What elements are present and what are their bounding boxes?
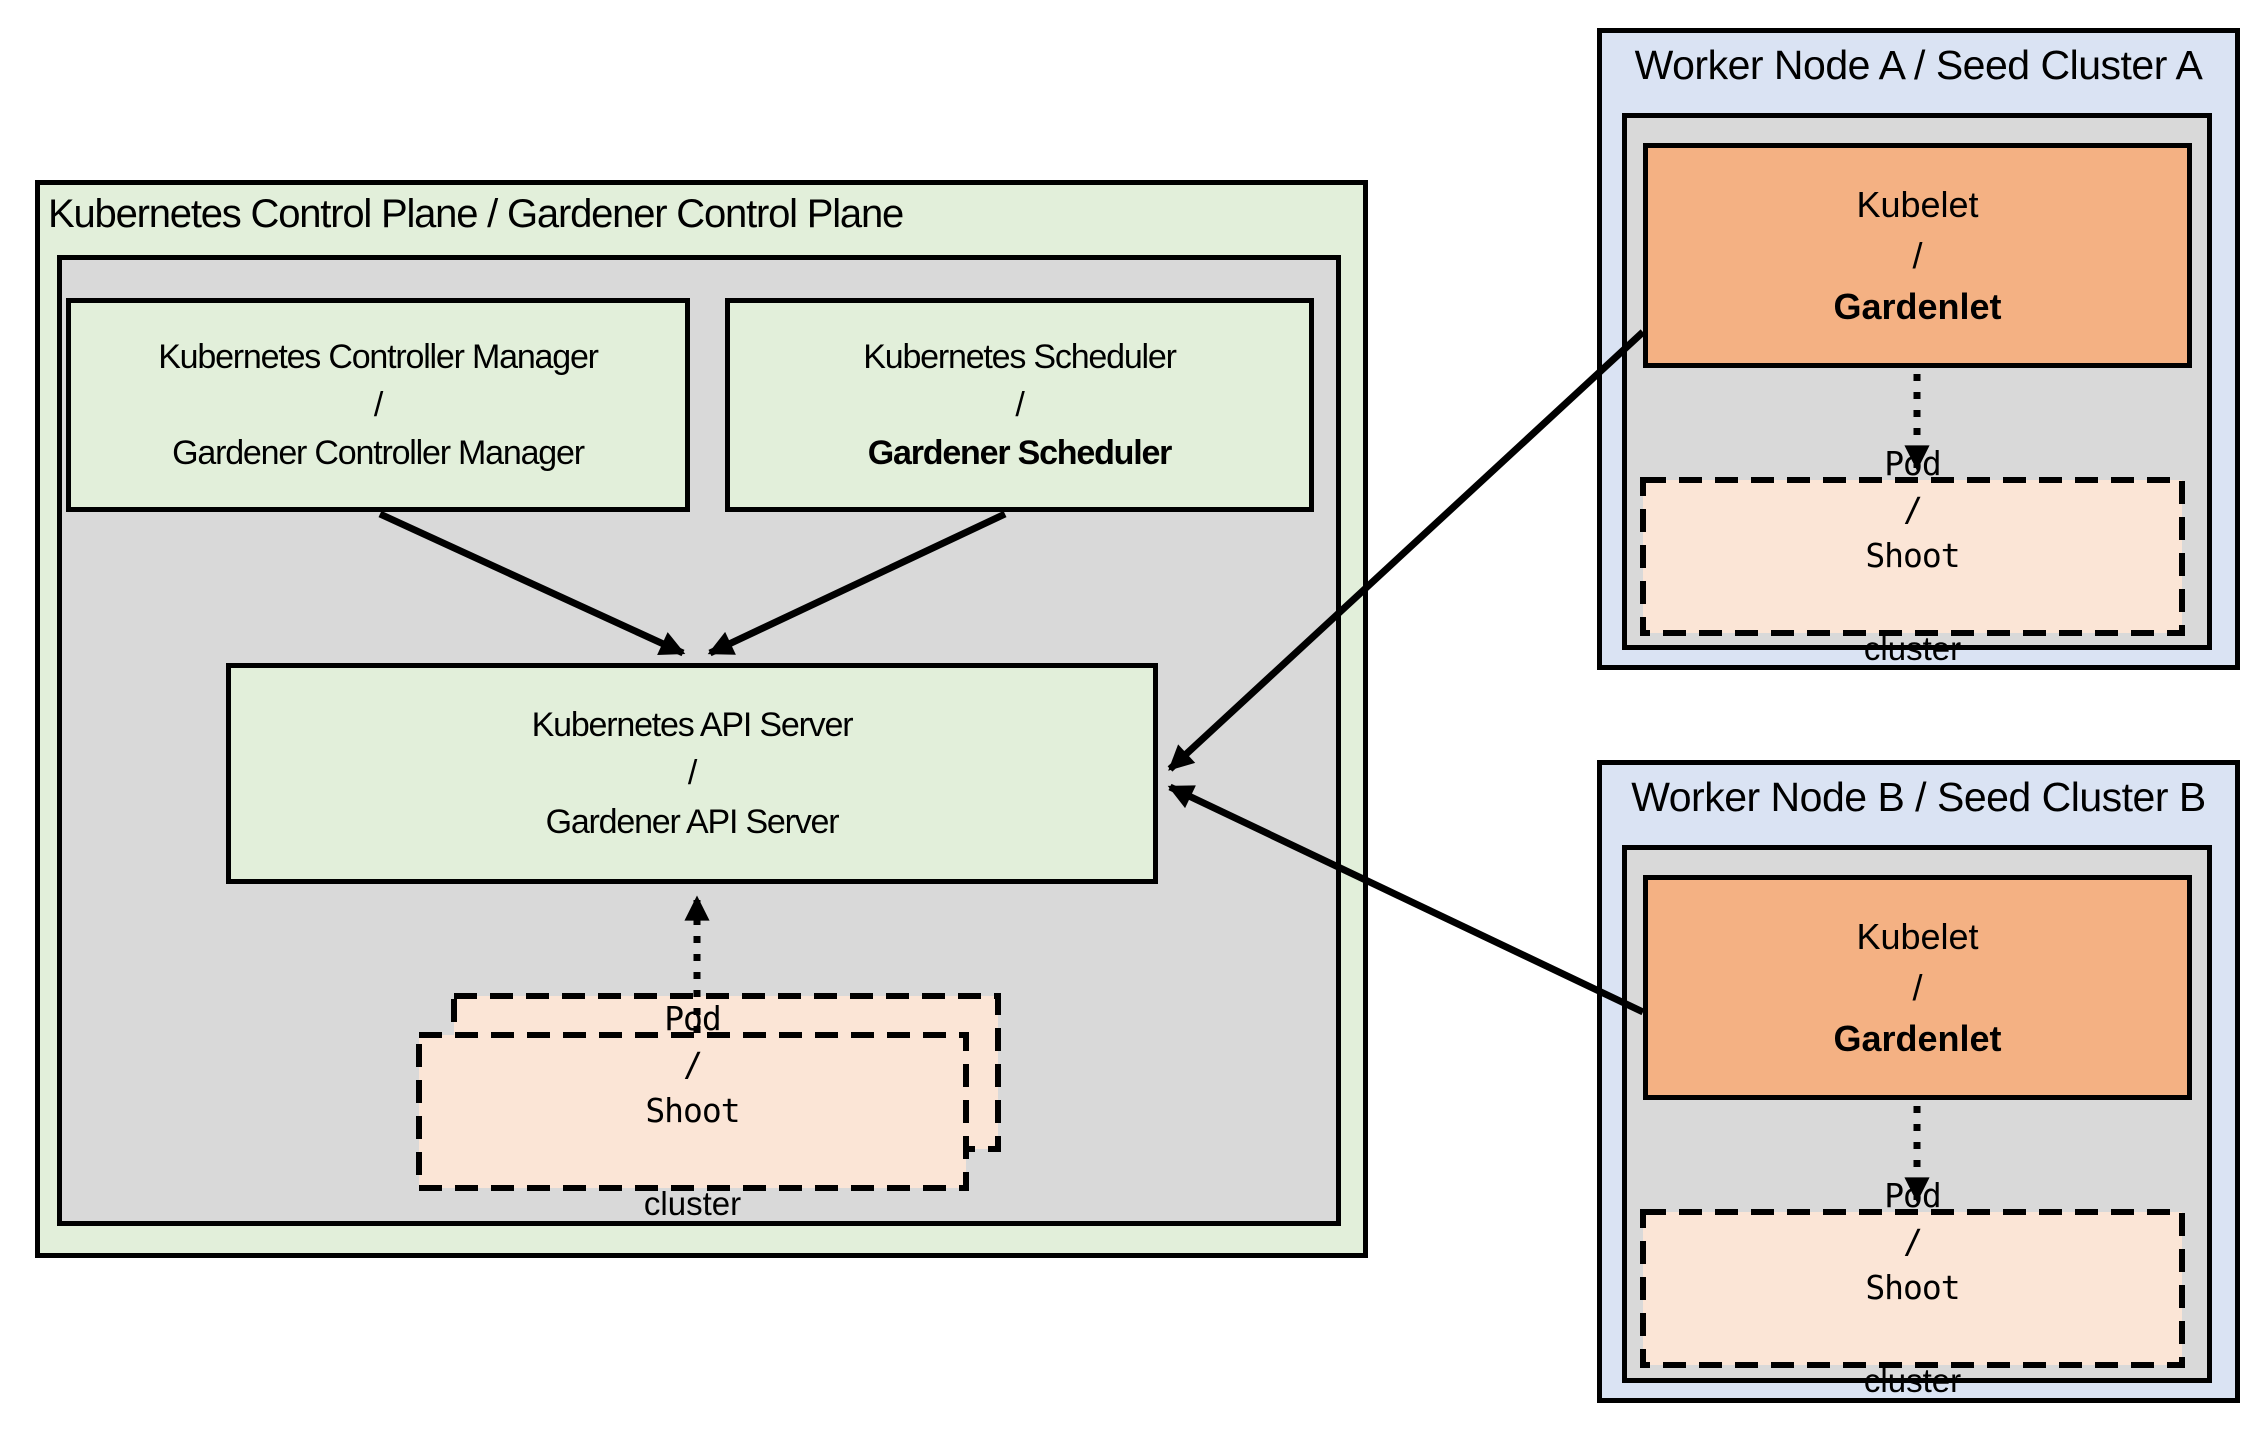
- pod-label-separator: /: [683, 1045, 703, 1085]
- kubelet-a-line1: Kubelet: [1856, 183, 1979, 225]
- api-server-separator: /: [687, 754, 697, 793]
- pod-b-label-separator: /: [1903, 1222, 1923, 1262]
- kubelet-b-line2: Gardenlet: [1833, 1018, 2002, 1060]
- pod-shoot-cluster-a-label: Pod / Shoot cluster: [1643, 444, 2182, 667]
- pod-a-label-space: [1864, 580, 1961, 626]
- pod-shoot-cluster-front-box: [416, 1032, 969, 1191]
- pod-b-label-shoot: Shoot: [1865, 1268, 1960, 1308]
- pod-shoot-cluster-b-label: Pod / Shoot cluster: [1643, 1176, 2182, 1399]
- pod-a-label-line2: Shoot cluster: [1864, 533, 1961, 672]
- pod-label-shoot: Shoot: [645, 1091, 740, 1131]
- arrow-controller-manager-to-api-server: [378, 510, 686, 657]
- pod-label-space: [644, 1135, 741, 1181]
- kubelet-b-box: Kubelet / Gardenlet: [1643, 875, 2192, 1100]
- pod-b-label-line1: Pod: [1884, 1176, 1942, 1216]
- pod-b-label-cluster: cluster: [1863, 1361, 1962, 1399]
- controller-manager-separator: /: [373, 385, 383, 424]
- arrow-scheduler-to-api-server: [707, 510, 1007, 657]
- scheduler-line2: Gardener Scheduler: [867, 434, 1173, 473]
- pod-label-cluster: cluster: [643, 1184, 742, 1222]
- pod-a-label-cluster: cluster: [1863, 629, 1962, 667]
- kubelet-a-separator: /: [1912, 234, 1923, 276]
- pod-label-line2: Shoot cluster: [644, 1088, 741, 1227]
- pod-shoot-cluster-b-box: [1640, 1209, 2185, 1368]
- pod-shoot-cluster-a-box: [1640, 477, 2185, 636]
- scheduler-line1: Kubernetes Scheduler: [863, 337, 1177, 376]
- api-server-line1: Kubernetes API Server: [531, 706, 854, 745]
- api-server-line2: Gardener API Server: [545, 802, 840, 841]
- arrow-kubelet-a-to-api-server: [1167, 329, 1646, 772]
- pod-a-label-line1: Pod: [1884, 444, 1942, 484]
- controller-manager-line1: Kubernetes Controller Manager: [158, 337, 599, 376]
- worker-node-b-title: Worker Node B / Seed Cluster B: [1631, 774, 2206, 820]
- kubelet-a-box: Kubelet / Gardenlet: [1643, 143, 2192, 368]
- pod-a-label-shoot: Shoot: [1865, 536, 1960, 576]
- controller-manager-box: Kubernetes Controller Manager / Gardener…: [66, 298, 690, 512]
- scheduler-box: Kubernetes Scheduler / Gardener Schedule…: [725, 298, 1314, 512]
- controller-manager-line2: Gardener Controller Manager: [172, 434, 585, 473]
- control-plane-title: Kubernetes Control Plane / Gardener Cont…: [48, 192, 904, 236]
- pod-shoot-cluster-label: Pod / Shoot cluster: [419, 999, 966, 1222]
- pod-label-line1: Pod: [664, 999, 722, 1039]
- scheduler-separator: /: [1015, 385, 1024, 424]
- pod-a-label-separator: /: [1903, 490, 1923, 530]
- kubelet-b-line1: Kubelet: [1856, 915, 1979, 957]
- kubelet-a-line2: Gardenlet: [1833, 286, 2002, 328]
- kubelet-b-separator: /: [1912, 966, 1923, 1008]
- arrow-kubelet-b-to-api-server: [1167, 783, 1645, 1016]
- pod-b-label-space: [1864, 1312, 1961, 1358]
- worker-node-a-title: Worker Node A / Seed Cluster A: [1634, 42, 2203, 88]
- api-server-box: Kubernetes API Server / Gardener API Ser…: [226, 663, 1158, 884]
- pod-b-label-line2: Shoot cluster: [1864, 1265, 1961, 1404]
